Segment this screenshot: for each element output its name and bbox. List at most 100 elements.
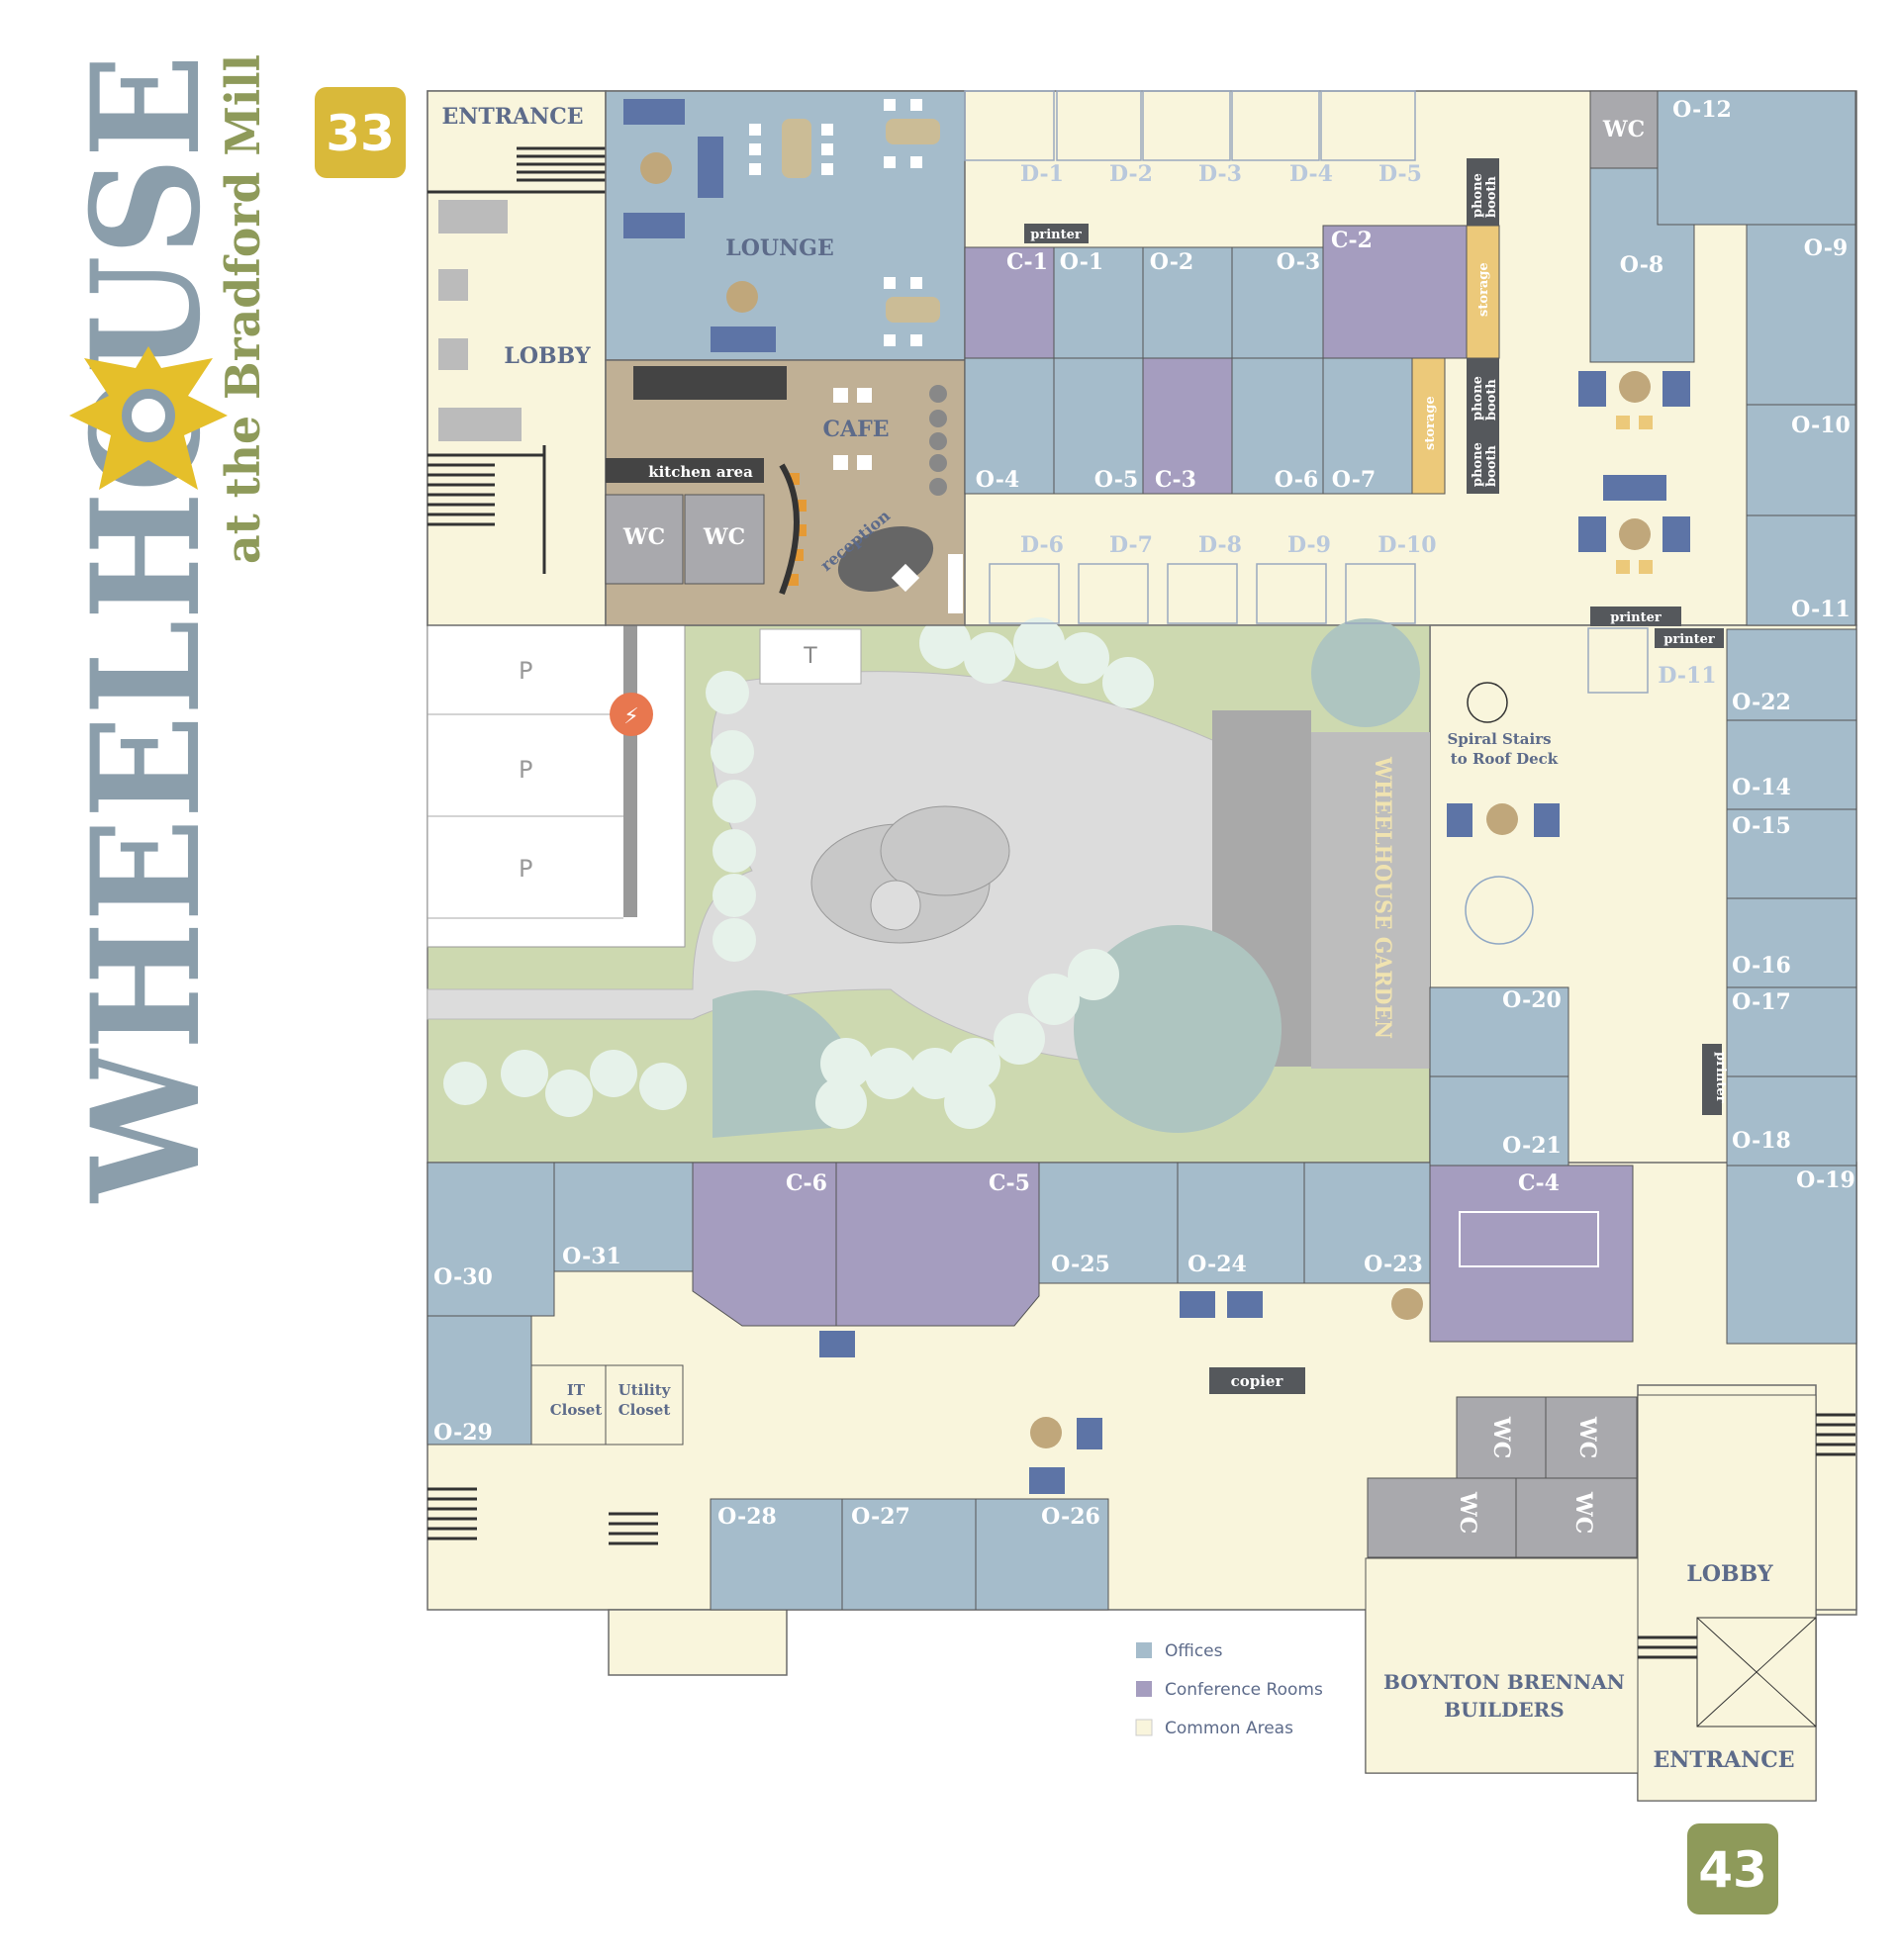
office-o23: O-23 bbox=[1364, 1252, 1423, 1277]
office-o4: O-4 bbox=[976, 467, 1019, 493]
building-33-badge bbox=[315, 87, 406, 178]
office-o29: O-29 bbox=[433, 1420, 493, 1446]
building-33-label: 33 bbox=[326, 105, 395, 162]
cafe: kitchen area reception CAFE bbox=[605, 359, 966, 626]
utility-closet-a: Utility bbox=[618, 1381, 672, 1399]
storage-top-label: storage bbox=[1476, 262, 1491, 317]
utility-closet-b: Closet bbox=[618, 1401, 671, 1419]
office-o24: O-24 bbox=[1188, 1252, 1247, 1277]
office-o28: O-28 bbox=[717, 1504, 777, 1530]
brand-subtitle: at the Bradford Mill bbox=[216, 54, 271, 564]
phone-booth-top-a: phone bbox=[1471, 173, 1485, 218]
lobby-top-label: LOBBY bbox=[504, 343, 590, 369]
stairs-bottom-left bbox=[428, 1487, 658, 1545]
legend-office-swatch bbox=[1136, 1642, 1152, 1658]
wc-kitchen-1: WC bbox=[622, 524, 665, 550]
offices-o20-o21: O-20 O-21 bbox=[1429, 986, 1569, 1167]
brand-title-text: WHEELHOUSE bbox=[59, 54, 234, 1204]
printer-right-1 bbox=[1590, 607, 1681, 626]
garden-table-t bbox=[759, 628, 862, 685]
printer-top-label: printer bbox=[1030, 228, 1082, 242]
desk-d2: D-2 bbox=[1109, 161, 1153, 187]
printer-top bbox=[1024, 224, 1089, 243]
office-o25: O-25 bbox=[1051, 1252, 1110, 1277]
conf-c2-label: C-2 bbox=[1331, 228, 1373, 253]
phone-booth-mid-1b: booth bbox=[1484, 379, 1499, 420]
office-o1: O-1 bbox=[1060, 249, 1103, 275]
right-top-rooms: WC O-8 O-12 bbox=[1589, 90, 1856, 363]
legend: Offices Conference Rooms Common Areas bbox=[1135, 1641, 1323, 1738]
office-o7: O-7 bbox=[1332, 467, 1376, 493]
wc-kitchen-2: WC bbox=[703, 524, 745, 550]
wc-kitchen: WC WC bbox=[605, 494, 765, 585]
conf-c5-label: C-5 bbox=[989, 1170, 1030, 1196]
tenant-boynton-brennan bbox=[1365, 1557, 1639, 1774]
printer-right-2 bbox=[1655, 628, 1724, 648]
entrance-lobby-top: ENTRANCE LOBBY bbox=[427, 90, 607, 626]
star-logo bbox=[69, 346, 228, 490]
bottom-furniture bbox=[819, 1288, 1423, 1494]
office-o19: O-19 bbox=[1796, 1167, 1855, 1193]
desk-d6: D-6 bbox=[1020, 532, 1064, 558]
phone-booth-top bbox=[1467, 158, 1499, 226]
conf-c6 bbox=[692, 1162, 837, 1327]
printer-right-1-label: printer bbox=[1610, 610, 1662, 625]
lobby-bottom-label: LOBBY bbox=[1686, 1561, 1772, 1587]
legend-offices: Offices bbox=[1165, 1641, 1223, 1661]
office-o8: O-8 bbox=[1620, 252, 1663, 278]
wc-bottom-3: WC bbox=[1455, 1491, 1480, 1534]
spiral-stairs: Spiral Stairs to Roof Deck bbox=[1447, 682, 1560, 945]
office-o11: O-11 bbox=[1791, 597, 1851, 622]
printer-vertical bbox=[1702, 1044, 1722, 1115]
parking-2: P bbox=[519, 756, 532, 784]
desk-d4: D-4 bbox=[1289, 161, 1333, 187]
office-o31: O-31 bbox=[562, 1244, 621, 1269]
conf-c6-label: C-6 bbox=[786, 1170, 827, 1196]
parking-3: P bbox=[519, 855, 532, 883]
office-o15: O-15 bbox=[1732, 813, 1791, 839]
printer-vertical-label: printer bbox=[1713, 1052, 1728, 1103]
conf-c3 bbox=[1142, 357, 1233, 495]
desk-d8: D-8 bbox=[1198, 532, 1242, 558]
wc-bottom bbox=[1367, 1396, 1638, 1558]
cafe-label: CAFE bbox=[823, 417, 890, 442]
phone-booth-top-b: booth bbox=[1484, 176, 1499, 218]
tenant-label-b: BUILDERS bbox=[1444, 1698, 1564, 1722]
copier-label: copier bbox=[1231, 1372, 1284, 1390]
desk-d10: D-10 bbox=[1378, 532, 1436, 558]
desks-top: D-1 D-2 D-3 D-4 D-5 bbox=[964, 90, 1422, 187]
legend-common: Common Areas bbox=[1165, 1719, 1293, 1738]
copier bbox=[1209, 1367, 1305, 1394]
garden-label: WHEELHOUSE GARDEN bbox=[1370, 756, 1395, 1039]
phone-booth-mid-1 bbox=[1467, 358, 1499, 427]
desk-d3: D-3 bbox=[1198, 161, 1242, 187]
desk-d9: D-9 bbox=[1287, 532, 1331, 558]
storage-top bbox=[1466, 225, 1500, 359]
conf-c2 bbox=[1322, 225, 1468, 359]
legend-conference-swatch bbox=[1136, 1681, 1152, 1697]
desk-d7: D-7 bbox=[1109, 532, 1153, 558]
desk-d11-box bbox=[1587, 627, 1649, 694]
office-o6: O-6 bbox=[1275, 467, 1318, 493]
lounge-label: LOUNGE bbox=[725, 235, 833, 261]
lobby-bottom: LOBBY ENTRANCE bbox=[1637, 1394, 1855, 1802]
phone-booth-mid-1a: phone bbox=[1471, 376, 1485, 420]
desk-d11: D-11 bbox=[1658, 663, 1716, 689]
conf-c4-label: C-4 bbox=[1518, 1170, 1560, 1196]
legend-conference: Conference Rooms bbox=[1165, 1680, 1323, 1700]
ev-charger-icon bbox=[610, 693, 653, 736]
office-o14: O-14 bbox=[1732, 775, 1791, 800]
building-43-label: 43 bbox=[1698, 1841, 1767, 1899]
desk-d1: D-1 bbox=[1020, 161, 1064, 187]
garden-table-label: T bbox=[803, 644, 817, 669]
office-o9: O-9 bbox=[1804, 235, 1848, 261]
entrance-top-label: ENTRANCE bbox=[442, 104, 584, 130]
office-o12: O-12 bbox=[1672, 97, 1732, 123]
conf-c1-label: C-1 bbox=[1006, 249, 1048, 275]
lounge: LOUNGE bbox=[605, 90, 966, 361]
kitchen-label: kitchen area bbox=[648, 463, 753, 481]
wc-bottom-4: WC bbox=[1570, 1491, 1596, 1534]
storage-mid bbox=[1411, 357, 1446, 495]
office-o30: O-30 bbox=[433, 1264, 493, 1290]
office-row-top: O-1 O-2 O-3 C-1 C-2 storage phone booth bbox=[964, 158, 1500, 359]
